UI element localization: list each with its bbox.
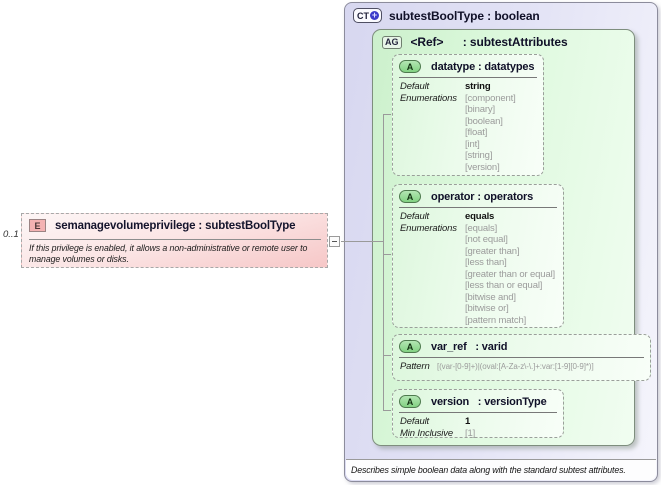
divider xyxy=(399,412,557,413)
facet-row: Enumerations[component] xyxy=(400,92,516,104)
connector-line xyxy=(341,241,384,242)
facet-row: [less than] xyxy=(465,257,507,268)
annotation-text: Describes simple boolean data along with… xyxy=(351,465,626,475)
facet-row: [pattern match] xyxy=(465,314,527,326)
attribute-title: operator : operators xyxy=(431,190,534,203)
facet-row: [float] xyxy=(465,127,488,138)
facet-row: [version] xyxy=(465,161,500,173)
divider xyxy=(29,239,321,240)
connector-line xyxy=(383,410,391,411)
attributegroup-header: AG <Ref> : subtestAttributes xyxy=(382,35,568,49)
element-description: If this privilege is enabled, it allows … xyxy=(29,243,322,264)
facet-row: [int] xyxy=(465,138,480,150)
facet-row: [greater than] xyxy=(465,245,520,257)
plus-icon: + xyxy=(370,10,379,20)
attribute-icon: A xyxy=(399,190,421,203)
facet-row: Pattern[(var-[0-9]+)|(oval:[A-Za-z\-\.]+… xyxy=(400,361,594,372)
connector-line xyxy=(383,114,384,411)
attribute-header: A var_ref : varid xyxy=(393,335,650,353)
facet-row: [binary] xyxy=(465,104,495,115)
attributegroup-title: <Ref> : subtestAttributes xyxy=(410,35,568,49)
attributegroup-icon: AG xyxy=(382,35,402,49)
divider xyxy=(399,357,644,358)
cardinality-label: 0..1 xyxy=(3,229,19,240)
element-icon: E xyxy=(29,219,46,232)
facet-row: [boolean] xyxy=(465,115,503,127)
divider xyxy=(399,207,557,208)
attributegroup-subtestattributes[interactable]: AG <Ref> : subtestAttributes A datatype … xyxy=(372,29,651,446)
complextype-title: subtestBoolType : boolean xyxy=(389,8,540,23)
description-line: manage volumes or disks. xyxy=(29,253,129,264)
facet-row: Min Inclusive[1] xyxy=(400,427,476,439)
connector-line xyxy=(383,355,391,356)
connector-line xyxy=(383,114,391,115)
facet-row: [less than or equal] xyxy=(465,280,543,291)
attribute-header: A version : versionType xyxy=(393,390,563,408)
attribute-title: version : versionType xyxy=(431,395,547,408)
facet-table: Pattern[(var-[0-9]+)|(oval:[A-Za-z\-\.]+… xyxy=(393,361,650,373)
facet-row: [bitwise or] xyxy=(465,303,509,314)
attribute-title: var_ref : varid xyxy=(431,340,508,353)
element-title: semanagevolumeprivilege : subtestBoolTyp… xyxy=(55,219,296,232)
annotation: Describes simple boolean data along with… xyxy=(346,459,656,480)
complextype-subtestbooltype[interactable]: CT + subtestBoolType : boolean AG <Ref> … xyxy=(344,2,658,482)
divider xyxy=(399,77,537,78)
element-semanagevolumeprivilege[interactable]: E semanagevolumeprivilege : subtestBoolT… xyxy=(21,213,328,268)
facet-row: [bitwise and] xyxy=(465,291,516,303)
element-header: E semanagevolumeprivilege : subtestBoolT… xyxy=(22,214,327,232)
facet-row: [string] xyxy=(465,150,493,161)
description-line: If this privilege is enabled, it allows … xyxy=(29,243,308,253)
connector-line xyxy=(383,254,391,255)
facet-row: [not equal] xyxy=(465,234,508,245)
attribute-header: A datatype : datatypes xyxy=(393,55,543,73)
complextype-header: CT + subtestBoolType : boolean xyxy=(353,8,540,23)
attribute-var-ref[interactable]: A var_ref : varid Pattern[(var-[0-9]+)|(… xyxy=(392,334,651,381)
attribute-title: datatype : datatypes xyxy=(431,60,535,73)
attribute-icon: A xyxy=(399,395,421,408)
minus-icon xyxy=(332,241,337,242)
complextype-icon: CT + xyxy=(353,8,382,23)
facet-row: [greater than or equal] xyxy=(465,268,556,280)
collapse-toggle[interactable] xyxy=(329,236,340,247)
attribute-icon: A xyxy=(399,60,421,73)
facet-row: Enumerations[equals] xyxy=(400,222,498,234)
attribute-icon: A xyxy=(399,340,421,353)
attribute-header: A operator : operators xyxy=(393,185,563,203)
